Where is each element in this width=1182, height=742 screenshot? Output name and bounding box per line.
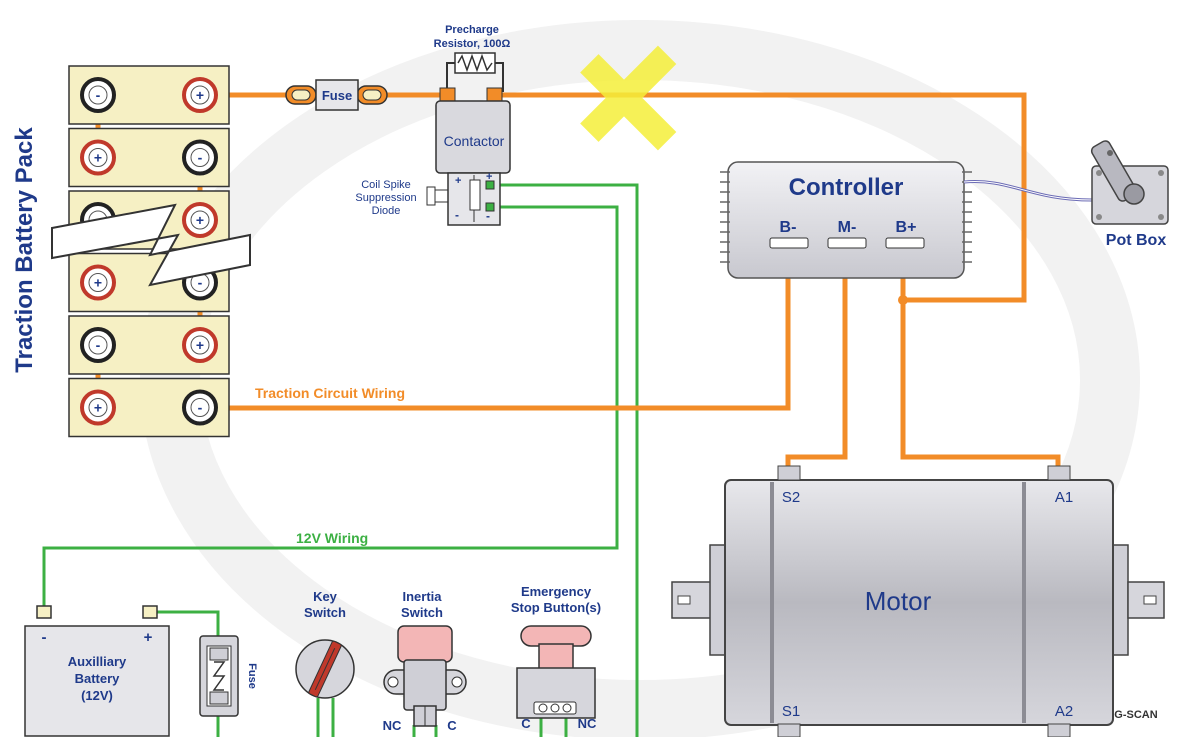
terminal-sign: + xyxy=(196,212,204,228)
gscan-logo: G-SCAN xyxy=(1114,709,1157,721)
traction-wiring-label: Traction Circuit Wiring xyxy=(255,385,405,401)
svg-text:+: + xyxy=(455,175,461,187)
positive-terminal: + xyxy=(182,202,218,238)
battery-cell: -+ xyxy=(68,315,230,375)
aux-fuse: Fuse xyxy=(199,635,258,717)
motor-terminal-s2: S2 xyxy=(782,489,800,506)
positive-terminal: + xyxy=(80,389,116,426)
emergency-c-label: C xyxy=(521,716,531,731)
traction-wiring xyxy=(95,92,1061,468)
coil-label-line2: Suppression xyxy=(355,192,416,204)
contactor: Contactor + + - - xyxy=(426,87,511,226)
positive-terminal: + xyxy=(182,77,218,113)
aux-label-line1: Auxilliary xyxy=(68,654,127,669)
inertia-switch-label-line1: Inertia xyxy=(402,589,442,604)
battery-cell: -+ xyxy=(68,65,230,125)
key-switch-label-line1: Key xyxy=(313,589,338,604)
negative-terminal: - xyxy=(80,327,116,363)
precharge-label-line1: Precharge xyxy=(445,24,499,36)
battery-cell: +- xyxy=(68,127,230,188)
aux-plus: + xyxy=(144,629,153,646)
terminal-sign: - xyxy=(96,87,101,103)
contactor-label: Contactor xyxy=(444,133,505,149)
auxiliary-battery: - + Auxilliary Battery (12V) xyxy=(24,605,170,737)
terminal-sign: - xyxy=(96,337,101,353)
main-fuse: Fuse xyxy=(285,79,388,111)
terminal-sign: + xyxy=(94,400,102,416)
controller-label: Controller xyxy=(789,174,904,201)
svg-text:-: - xyxy=(455,208,459,222)
svg-text:-: - xyxy=(486,209,490,223)
pot-box: Pot Box xyxy=(1090,140,1169,249)
controller: Controller B- M- B+ xyxy=(720,161,972,279)
negative-terminal: - xyxy=(182,389,218,426)
controller-terminal-b-plus: B+ xyxy=(896,219,917,236)
positive-terminal: + xyxy=(182,327,218,363)
aux-fuse-label: Fuse xyxy=(246,663,258,689)
pot-box-label: Pot Box xyxy=(1106,232,1167,249)
terminal-sign: - xyxy=(198,275,203,291)
precharge-resistor: Precharge Resistor, 100Ω xyxy=(434,24,511,92)
pack-title: Traction Battery Pack xyxy=(11,127,38,373)
terminal-sign: + xyxy=(196,87,204,103)
wiring-12v-label: 12V Wiring xyxy=(296,530,368,546)
coil-spike-diode-label: Coil Spike Suppression Diode xyxy=(355,179,416,217)
aux-label-line3: (12V) xyxy=(81,688,113,703)
inertia-c-label: C xyxy=(447,718,457,733)
emergency-label-line1: Emergency xyxy=(521,584,592,599)
negative-terminal: - xyxy=(80,77,116,113)
negative-terminal: - xyxy=(182,139,218,176)
motor: Motor S2 A1 S1 A2 xyxy=(671,465,1165,738)
positive-terminal: + xyxy=(80,139,116,176)
motor-terminal-s1: S1 xyxy=(782,703,800,720)
terminal-sign: + xyxy=(196,337,204,353)
coil-label-line3: Diode xyxy=(372,205,401,217)
svg-text:+: + xyxy=(486,171,492,183)
positive-terminal: + xyxy=(80,264,116,301)
key-switch: Key Switch xyxy=(295,589,355,699)
terminal-sign: + xyxy=(94,150,102,166)
aux-minus: - xyxy=(42,629,47,646)
terminal-sign: - xyxy=(198,400,203,416)
terminal-sign: - xyxy=(198,150,203,166)
key-switch-label-line2: Switch xyxy=(304,605,346,620)
aux-label-line2: Battery xyxy=(75,671,121,686)
motor-label: Motor xyxy=(865,586,932,616)
pack-break-symbol xyxy=(51,203,251,287)
wiring-12v xyxy=(42,183,639,737)
terminal-sign: + xyxy=(94,275,102,291)
emergency-stop-button: Emergency Stop Button(s) C NC xyxy=(511,584,601,731)
inertia-nc-label: NC xyxy=(383,718,402,733)
coil-label-line1: Coil Spike xyxy=(361,179,411,191)
controller-terminal-b-minus: B- xyxy=(780,219,797,236)
main-fuse-label: Fuse xyxy=(322,88,352,103)
inertia-switch: Inertia Switch NC C xyxy=(383,589,467,733)
motor-terminal-a2: A2 xyxy=(1055,703,1073,720)
removed-wire-cross-mark xyxy=(580,45,677,151)
motor-terminal-a1: A1 xyxy=(1055,489,1073,506)
battery-cell: +- xyxy=(68,377,230,438)
controller-terminal-m-minus: M- xyxy=(838,219,857,236)
junction-dot xyxy=(898,295,908,305)
emergency-nc-label: NC xyxy=(578,716,597,731)
precharge-label-line2: Resistor, 100Ω xyxy=(434,38,511,50)
emergency-label-line2: Stop Button(s) xyxy=(511,600,601,615)
inertia-switch-label-line2: Switch xyxy=(401,605,443,620)
